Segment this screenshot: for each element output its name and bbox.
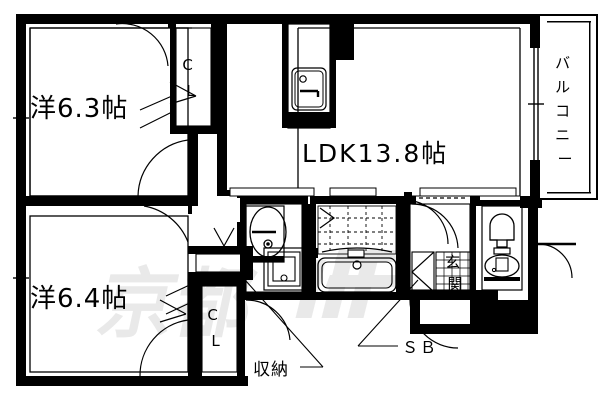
closet-label-bottom-line2: L [211, 332, 220, 350]
shower-wall-tiles [317, 205, 397, 258]
toilet-fixture [481, 205, 523, 291]
bath-wall-nub [310, 248, 318, 258]
closet-label-top: C L [182, 56, 199, 100]
balcony-sliding-door [528, 48, 544, 160]
room-inner-lines [29, 27, 521, 373]
bathroom-unit [310, 205, 397, 293]
closet-label-bottom: C L [207, 306, 224, 350]
window-top-bedroom [13, 70, 29, 166]
shoe-box-label: ＳＢ [402, 338, 438, 357]
entrance-label: 玄 関 [445, 253, 465, 293]
bathtub-fixture [317, 257, 397, 293]
room-label-bedroom-top: 洋6.3帖 [30, 94, 128, 124]
window-bottom-bedroom [13, 230, 29, 326]
door-swings [115, 22, 576, 377]
washing-machine-pan-fixture [263, 247, 305, 291]
storage-label: 収納 [253, 360, 289, 380]
ldk-bottom-partition [229, 187, 517, 199]
room-label-bedroom-bottom: 洋6.4帖 [30, 284, 128, 314]
closet-label-bottom-line1: C [207, 306, 218, 324]
leader-lines [139, 95, 419, 368]
room-label-ldk: LDK13.8帖 [302, 139, 448, 168]
kitchen-sink-fixture [287, 23, 331, 129]
closet-label-top-line1: C [182, 56, 193, 74]
balcony-label: バ ル コ ニ ー [555, 54, 575, 168]
entrance-tile-hatch [435, 252, 470, 292]
closet-label-top-line2: L [186, 82, 195, 100]
